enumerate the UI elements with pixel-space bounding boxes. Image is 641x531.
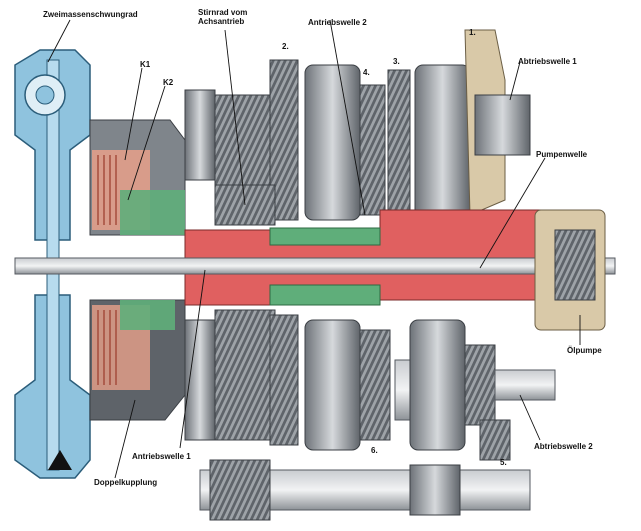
dual-mass-flywheel (14, 49, 91, 479)
label-gear-5: 5. (500, 458, 507, 467)
label-k1: K1 (140, 60, 151, 69)
dual-clutch (89, 119, 186, 421)
main-shaft-assembly (14, 209, 616, 331)
label-gear-3: 3. (393, 57, 400, 66)
label-drive-shaft-2: Antriebswelle 2 (308, 18, 367, 27)
label-oil-pump: Ölpumpe (567, 346, 602, 355)
upper-gear-set (184, 29, 531, 226)
label-gear-4: 4. (363, 68, 370, 77)
label-drive-shaft-1: Antriebswelle 1 (132, 452, 191, 461)
label-spur-gear-axle-drive: Stirnrad vom Achsantrieb (198, 8, 248, 26)
lower-gear-set (184, 309, 556, 521)
label-gear-6: 6. (371, 446, 378, 455)
label-dual-mass-flywheel: Zweimassenschwungrad (43, 10, 138, 19)
label-k2: K2 (163, 78, 174, 87)
leader-lines (47, 19, 581, 479)
label-dual-clutch: Doppelkupplung (94, 478, 158, 487)
label-pump-shaft: Pumpenwelle (536, 150, 588, 159)
label-output-shaft-1: Abtriebswelle 1 (518, 57, 577, 66)
label-output-shaft-2: Abtriebswelle 2 (534, 442, 593, 451)
label-gear-2: 2. (282, 42, 289, 51)
label-gear-1: 1. (469, 28, 476, 37)
